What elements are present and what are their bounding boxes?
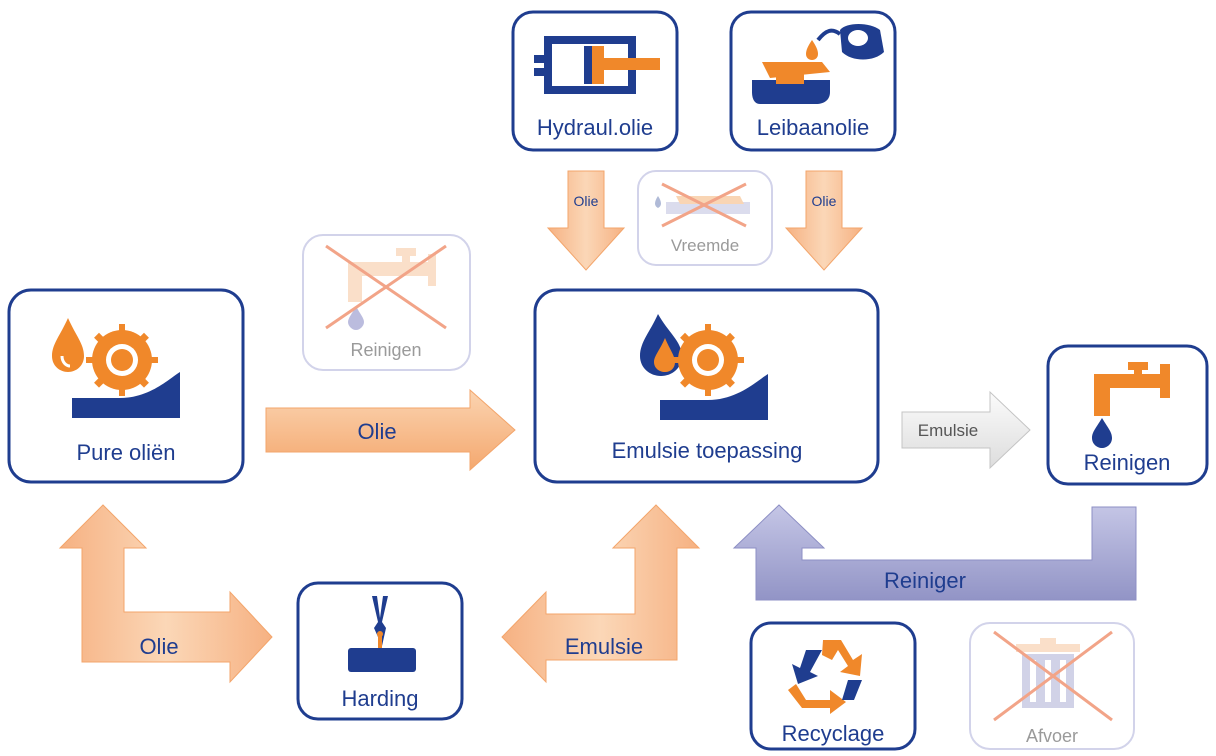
arrow-label-emulsion-hardening: Emulsie xyxy=(565,634,643,659)
faucet-icon xyxy=(1092,362,1170,448)
arrow-cleaner-return xyxy=(732,504,1137,601)
faucet-icon xyxy=(348,248,436,330)
hardening-label: Harding xyxy=(341,686,418,711)
cross-icon xyxy=(661,182,747,228)
node-recycling: Recyclage xyxy=(749,621,917,751)
arrow-emulsion-hardening xyxy=(501,504,701,684)
node-hydraulic-oil: Hydraul.olie xyxy=(511,10,679,152)
arrow-hydraulic-oil xyxy=(546,170,626,271)
arrow-emulsion-to-cleaning xyxy=(901,390,1031,470)
arrow-label-hydraulic-oil: Olie xyxy=(574,193,599,209)
hydraulic-oil-label: Hydraul.olie xyxy=(537,115,653,140)
arrow-label-emulsion-to-cleaning: Emulsie xyxy=(918,421,978,440)
cross-icon xyxy=(993,630,1113,722)
disposal-label: Afvoer xyxy=(1026,726,1078,746)
workpiece-icon xyxy=(660,374,768,420)
cleaning-faded-label: Reinigen xyxy=(350,340,421,360)
saw-blade-icon xyxy=(672,324,744,396)
cleaning-label: Reinigen xyxy=(1084,450,1171,475)
node-pure-oils: Pure oliën xyxy=(7,288,245,484)
tongs-icon xyxy=(348,596,416,672)
arrow-slideway-oil xyxy=(784,170,864,271)
node-emulsion-application: Emulsie toepassing xyxy=(533,288,880,484)
node-cleaning: Reinigen xyxy=(1046,344,1209,486)
node-disposal-faded: Afvoer xyxy=(969,622,1135,750)
pure-oils-label: Pure oliën xyxy=(76,440,175,465)
arrow-label-oil-to-emulsion: Olie xyxy=(357,419,396,444)
foreign-label: Vreemde xyxy=(671,236,739,255)
oil-drop-icon xyxy=(52,318,84,372)
workpiece-icon xyxy=(72,372,180,418)
node-cleaning-faded: Reinigen xyxy=(302,234,471,371)
arrow-label-slideway-oil: Olie xyxy=(812,193,837,209)
hydraulic-cylinder-icon xyxy=(534,36,660,94)
saw-blade-icon xyxy=(86,324,158,396)
arrow-label-oil-hardening: Olie xyxy=(139,634,178,659)
node-slideway-oil: Leibaanolie xyxy=(729,10,897,152)
cross-icon xyxy=(325,244,447,330)
emulsion-application-label: Emulsie toepassing xyxy=(612,438,803,463)
recycle-icon xyxy=(788,640,862,714)
slideway-oil-can-icon xyxy=(752,24,884,104)
arrow-oil-hardening xyxy=(58,504,273,684)
arrow-label-cleaner-return: Reiniger xyxy=(884,568,966,593)
node-hardening: Harding xyxy=(296,581,464,721)
recycling-label: Recyclage xyxy=(782,721,885,746)
arrow-oil-to-emulsion xyxy=(265,388,516,472)
node-foreign-faded: Vreemde xyxy=(637,170,773,266)
oil-water-drop-icon xyxy=(640,314,682,376)
slideway-oil-label: Leibaanolie xyxy=(757,115,870,140)
